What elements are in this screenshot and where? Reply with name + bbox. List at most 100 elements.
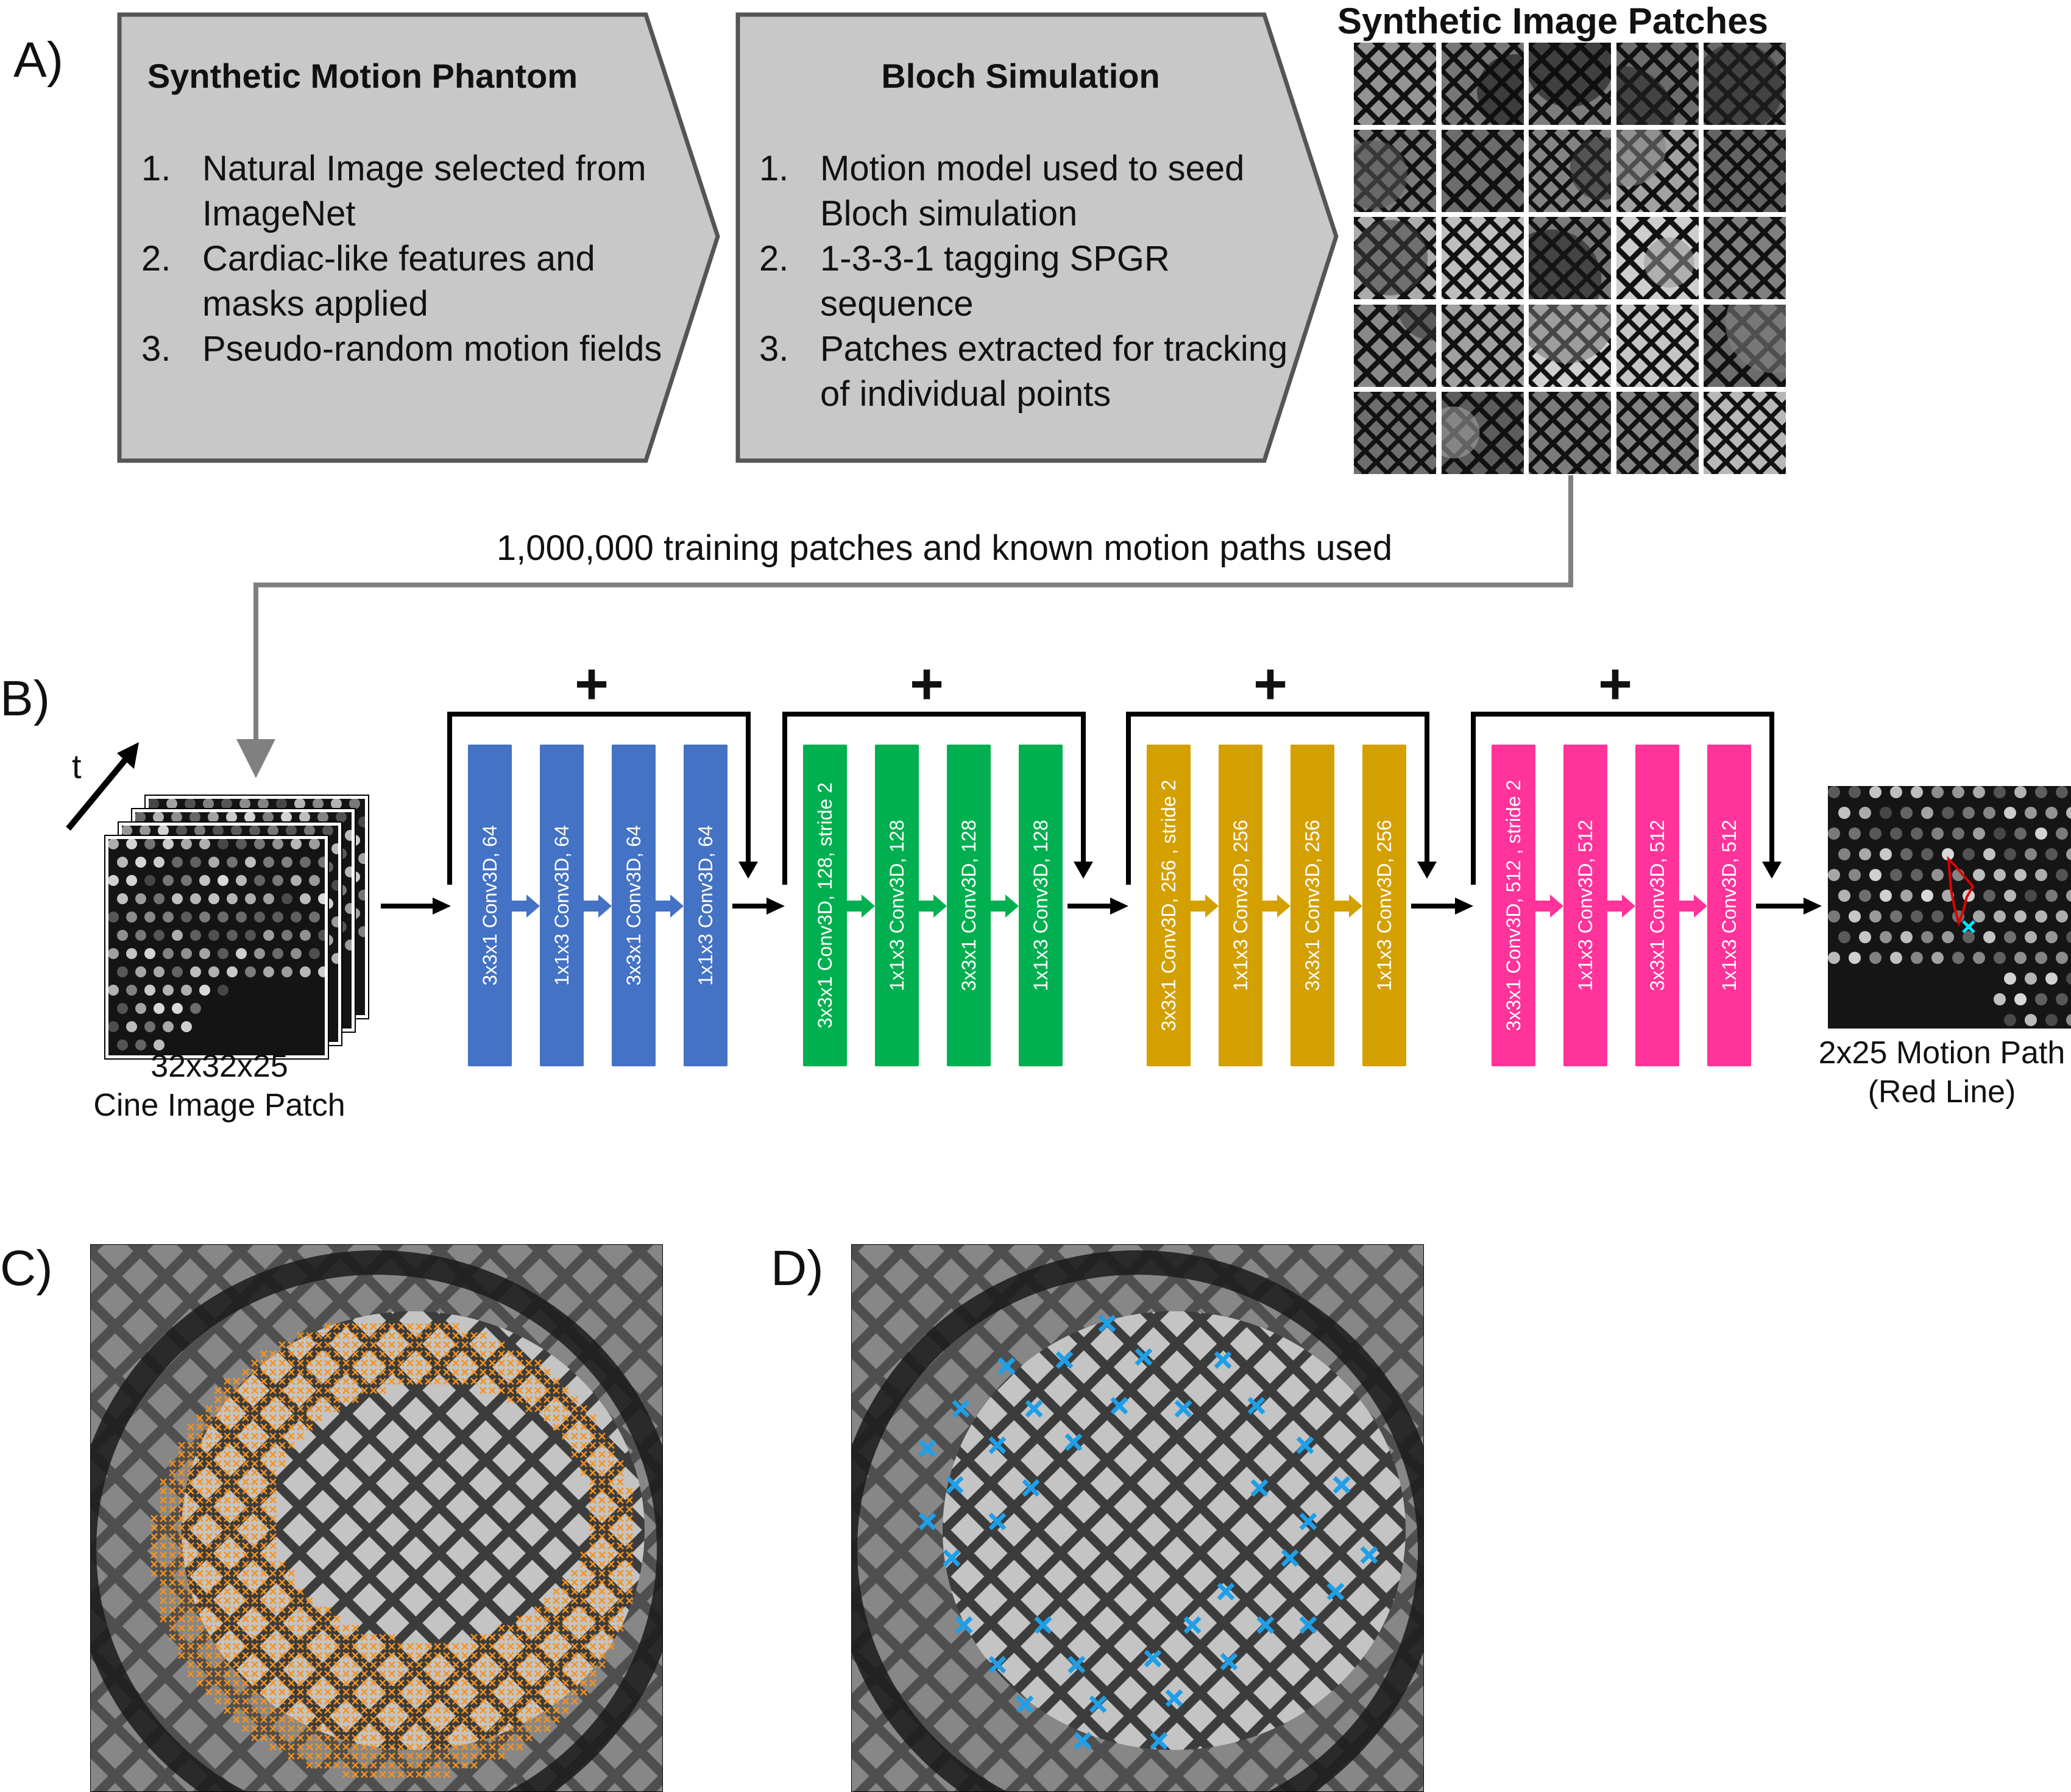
synthetic-patch (1354, 43, 1436, 125)
tracked-point-marker (1022, 1479, 1040, 1497)
conv-block: 1x1x3 Conv3D, 512 (1707, 745, 1751, 1066)
inner-block-arrow (919, 894, 947, 918)
tracked-point-marker (1256, 1616, 1275, 1634)
synthetic-patch (1441, 217, 1524, 300)
inner-block-arrow (1535, 894, 1563, 918)
bloch-step: 3.Patches extracted for tracking of indi… (759, 327, 1295, 417)
time-axis-label: t (72, 747, 82, 785)
synthetic-patch (1704, 130, 1786, 213)
conv-block-label: 1x1x3 Conv3D, 128 (886, 820, 908, 991)
residual-add-symbol: + (575, 651, 609, 717)
tracked-point-marker (1299, 1512, 1317, 1531)
conv-block-label: 3x3x1 Conv3D, 256 , stride 2 (1158, 779, 1180, 1032)
step-text: Motion model used to seed Bloch simulati… (820, 149, 1245, 233)
panel-d-canvas (851, 1244, 1424, 1792)
panel-c-canvas (90, 1244, 663, 1792)
conv-block: 1x1x3 Conv3D, 128 (875, 745, 919, 1066)
step-number: 2. (759, 239, 789, 278)
tracked-point-marker (1144, 1649, 1162, 1668)
tracked-point-marker (1333, 1476, 1351, 1494)
synthetic-patch-texture (1529, 217, 1612, 300)
synthetic-patch-texture (1529, 304, 1612, 387)
tracked-point-marker (1055, 1351, 1074, 1369)
tracked-point-marker (1110, 1397, 1128, 1415)
tracked-point-marker (1360, 1546, 1378, 1564)
inner-block-arrow (1262, 894, 1290, 918)
synthetic-patch-texture (1704, 217, 1786, 300)
conv-block-label: 3x3x1 Conv3D, 64 (479, 825, 501, 986)
tracked-point-marker (1025, 1400, 1043, 1418)
synthetic-patch (1704, 391, 1786, 474)
synthetic-patch-texture (1529, 43, 1612, 125)
synthetic-patch-texture (1441, 130, 1524, 213)
inner-block-arrow (1607, 894, 1635, 918)
conv-block: 3x3x1 Conv3D, 256 , stride 2 (1147, 745, 1191, 1066)
input-caption-line2: Cine Image Patch (93, 1088, 345, 1123)
output-caption-line2: (Red Line) (1867, 1074, 2016, 1110)
conv-block: 3x3x1 Conv3D, 128, stride 2 (803, 745, 847, 1066)
synthetic-patch-texture (1441, 43, 1524, 125)
synthetic-patch (1616, 391, 1699, 474)
synthetic-patch (1529, 304, 1612, 387)
panel-d-image (851, 1244, 1424, 1792)
synthetic-patch-texture (1616, 130, 1699, 213)
step-number: 1. (759, 149, 789, 188)
step-text: 1-3-3-1 tagging SPGR sequence (820, 239, 1170, 324)
synthetic-patch (1354, 130, 1436, 213)
synthetic-patch-texture (1616, 304, 1699, 387)
group-output-arrow (1756, 898, 1822, 915)
phantom-step: 2.Cardiac-like features and masks applie… (141, 236, 678, 327)
synthetic-patch-grid (1354, 43, 1786, 474)
tracked-point-marker (1326, 1582, 1345, 1601)
synthetic-patch (1441, 130, 1524, 213)
tracked-point-marker (1220, 1652, 1238, 1671)
synthetic-patch (1704, 217, 1786, 300)
tracked-point-marker (1962, 920, 1975, 933)
synthetic-patch (1616, 43, 1699, 125)
synthetic-patch-texture (1441, 391, 1524, 474)
phantom-title: Synthetic Motion Phantom (147, 57, 578, 95)
inner-block-arrow (656, 894, 684, 918)
conv-block-label: 1x1x3 Conv3D, 64 (695, 825, 717, 986)
conv-block: 3x3x1 Conv3D, 512 , stride 2 (1492, 745, 1535, 1066)
tracked-point-marker (943, 1549, 961, 1567)
synthetic-patch-texture (1529, 391, 1612, 474)
conv-block: 1x1x3 Conv3D, 256 (1362, 745, 1406, 1066)
synthetic-patch (1704, 43, 1786, 125)
conv-block: 3x3x1 Conv3D, 128 (947, 745, 991, 1066)
conv-block: 1x1x3 Conv3D, 64 (540, 745, 584, 1066)
skip-connection-arrow (1074, 841, 1093, 879)
synthetic-patch (1354, 391, 1436, 474)
step-number: 3. (759, 329, 789, 369)
input-caption-line1: 32x32x25 (150, 1049, 288, 1084)
tracked-point-marker (1064, 1433, 1083, 1451)
synthetic-patch-texture (1441, 217, 1524, 300)
synthetic-patch (1354, 217, 1436, 300)
step-text: Natural Image selected from ImageNet (202, 149, 646, 233)
residual-add-symbol: + (1598, 651, 1633, 717)
conv-block-label: 3x3x1 Conv3D, 256 (1301, 820, 1323, 991)
tracked-point-marker (955, 1616, 973, 1634)
inner-block-arrow (1191, 894, 1219, 918)
panel-label-d: D) (771, 1241, 824, 1296)
conv-block: 1x1x3 Conv3D, 512 (1563, 745, 1607, 1066)
group-output-arrow (732, 898, 785, 915)
conv-block-label: 3x3x1 Conv3D, 128 (958, 820, 980, 991)
bloch-chevron-shape (735, 12, 1339, 463)
inner-block-arrow (512, 894, 540, 918)
synthetic-patch (1441, 391, 1524, 474)
motion-path-line (1947, 855, 1975, 927)
synthetic-patch-texture (1354, 130, 1436, 213)
synthetic-patch-texture (1704, 304, 1786, 387)
synthetic-patch-texture (1616, 217, 1699, 300)
conv-block-label: 1x1x3 Conv3D, 128 (1030, 820, 1052, 991)
conv-block-label: 3x3x1 Conv3D, 512 , stride 2 (1503, 779, 1524, 1032)
synthetic-patch-texture (1616, 43, 1699, 125)
tracked-point-marker (1016, 1695, 1034, 1713)
synthetic-patch-texture (1441, 304, 1524, 387)
cine-image-stack (101, 775, 369, 1058)
tracked-point-marker (918, 1439, 936, 1457)
synthetic-patch (1529, 391, 1612, 474)
tracked-point-marker (1074, 1732, 1092, 1750)
step-text: Cardiac-like features and masks applied (202, 239, 595, 324)
